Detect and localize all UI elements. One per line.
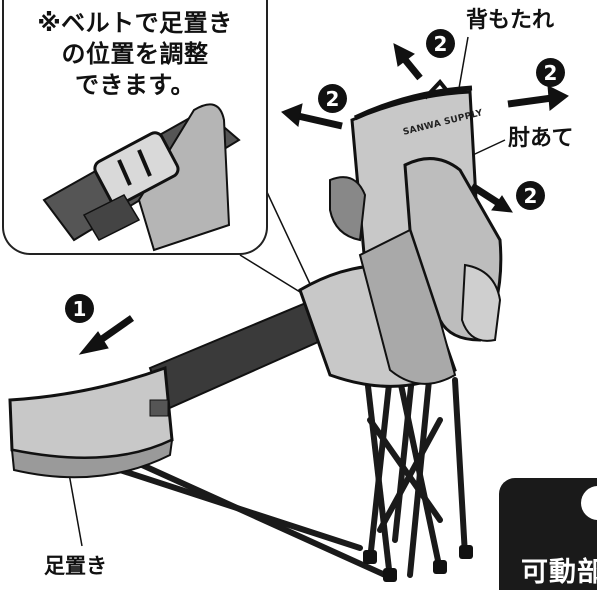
- arrow-footrest-out: [78, 315, 135, 355]
- step-badge-2-backrest-left: 2: [318, 84, 347, 113]
- backrest-label: 背もたれ: [466, 8, 555, 33]
- movable-part-box: 可動部: [499, 478, 597, 590]
- step-badge-2-backrest-right: 2: [536, 58, 565, 87]
- cup-holder: [460, 263, 502, 342]
- step-badge-2-backrest-top: 2: [426, 29, 455, 58]
- side-pocket: [329, 176, 367, 242]
- footrest-buckle: [149, 399, 169, 417]
- belt-closeup-drawing: [42, 103, 241, 252]
- step-badge-2-armrest: 2: [516, 181, 545, 210]
- arrow-backrest-up-left: [393, 43, 423, 81]
- callout-pointer-line-b: [239, 254, 301, 293]
- footrest-label: 足置き: [44, 554, 107, 578]
- footrest-pad: [8, 365, 174, 460]
- arrow-armrest-out: [470, 183, 513, 213]
- callout-pointer-line-a: [265, 189, 311, 285]
- arrow-backrest-right: [507, 85, 569, 111]
- movable-part-label: 可動部: [521, 557, 597, 588]
- backrest-leader-line: [457, 36, 469, 95]
- callout-text: ※ベルトで足置き の位置を調整 できます。: [37, 9, 233, 99]
- footrest-leader-line: [67, 467, 83, 547]
- step-badge-1: 1: [65, 294, 94, 323]
- belt-buckle: [93, 131, 180, 207]
- frame-feet: [363, 545, 473, 582]
- belt-adjust-callout: ※ベルトで足置き の位置を調整 できます。: [2, 0, 268, 255]
- direction-arrows: [78, 43, 569, 355]
- circle-icon: [581, 486, 597, 520]
- arrow-backrest-left: [281, 103, 343, 130]
- armrest-label: 肘あて: [508, 126, 574, 151]
